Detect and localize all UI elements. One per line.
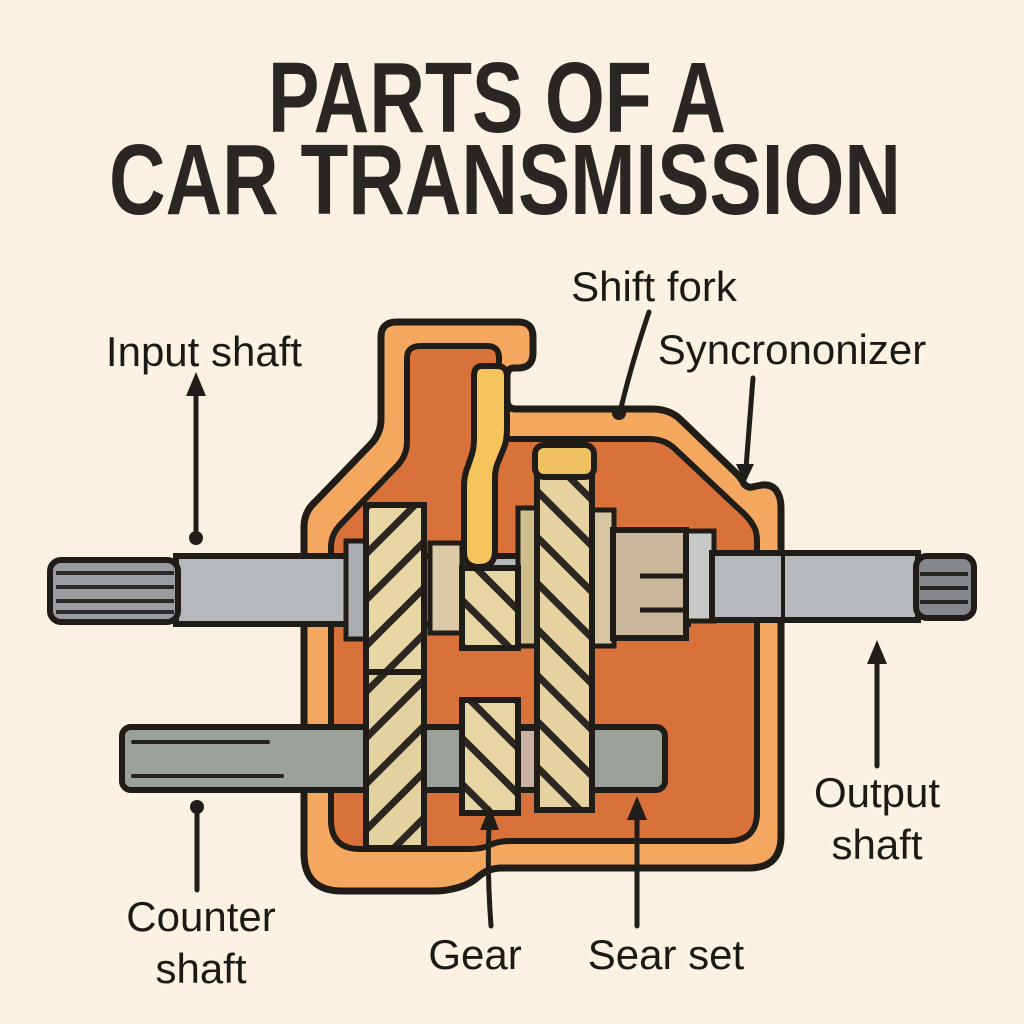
label-input-shaft: Input shaft: [106, 328, 302, 375]
leader-output-shaft: [867, 640, 887, 769]
leader-input-shaft: [186, 372, 206, 545]
title-line-2: CAR TRANSMISSION: [109, 124, 901, 236]
arrow-up-icon: [867, 640, 887, 664]
gear-left-upper: [363, 502, 427, 676]
arrow-up-icon: [480, 806, 499, 830]
title-line-1: PARTS OF A: [268, 42, 726, 154]
label-gear: Gear: [428, 931, 521, 978]
leader-counter-shaft: [190, 800, 204, 893]
gear-left-lower: [363, 669, 427, 851]
leader-gear: [480, 806, 499, 929]
arrow-up-icon: [627, 796, 647, 820]
label-gear-set: Sear set: [588, 931, 745, 978]
gear-yellow-cap: [532, 442, 597, 480]
input-hub-spacer: [427, 540, 465, 636]
input-spline-grooves: [56, 571, 174, 614]
label-output-shaft-line1: Output: [814, 769, 940, 816]
label-synchronizer: Syncrononizer: [658, 326, 926, 373]
label-output-shaft-line2: shaft: [831, 821, 922, 868]
counter-shaft-grooves: [131, 740, 284, 778]
label-counter-shaft-line2: shaft: [155, 945, 246, 992]
gear-right-tall: [532, 442, 597, 813]
gear-middle-upper: [459, 565, 521, 651]
label-counter-shaft-line1: Counter: [126, 893, 275, 940]
synchronizer-hub: [610, 527, 689, 641]
output-shaft-body: [709, 550, 921, 623]
label-shift-fork: Shift fork: [571, 263, 738, 310]
gear-middle-lower: [459, 697, 521, 816]
arrow-down-icon: [736, 464, 754, 483]
leader-gear-set: [627, 796, 647, 929]
output-shaft: [683, 528, 977, 624]
output-spline-grooves: [920, 572, 968, 604]
leader-shift-fork: [612, 309, 652, 420]
leader-synchronizer: [736, 375, 756, 483]
arrow-up-icon: [186, 372, 206, 396]
input-shaft-spline: [47, 557, 181, 625]
